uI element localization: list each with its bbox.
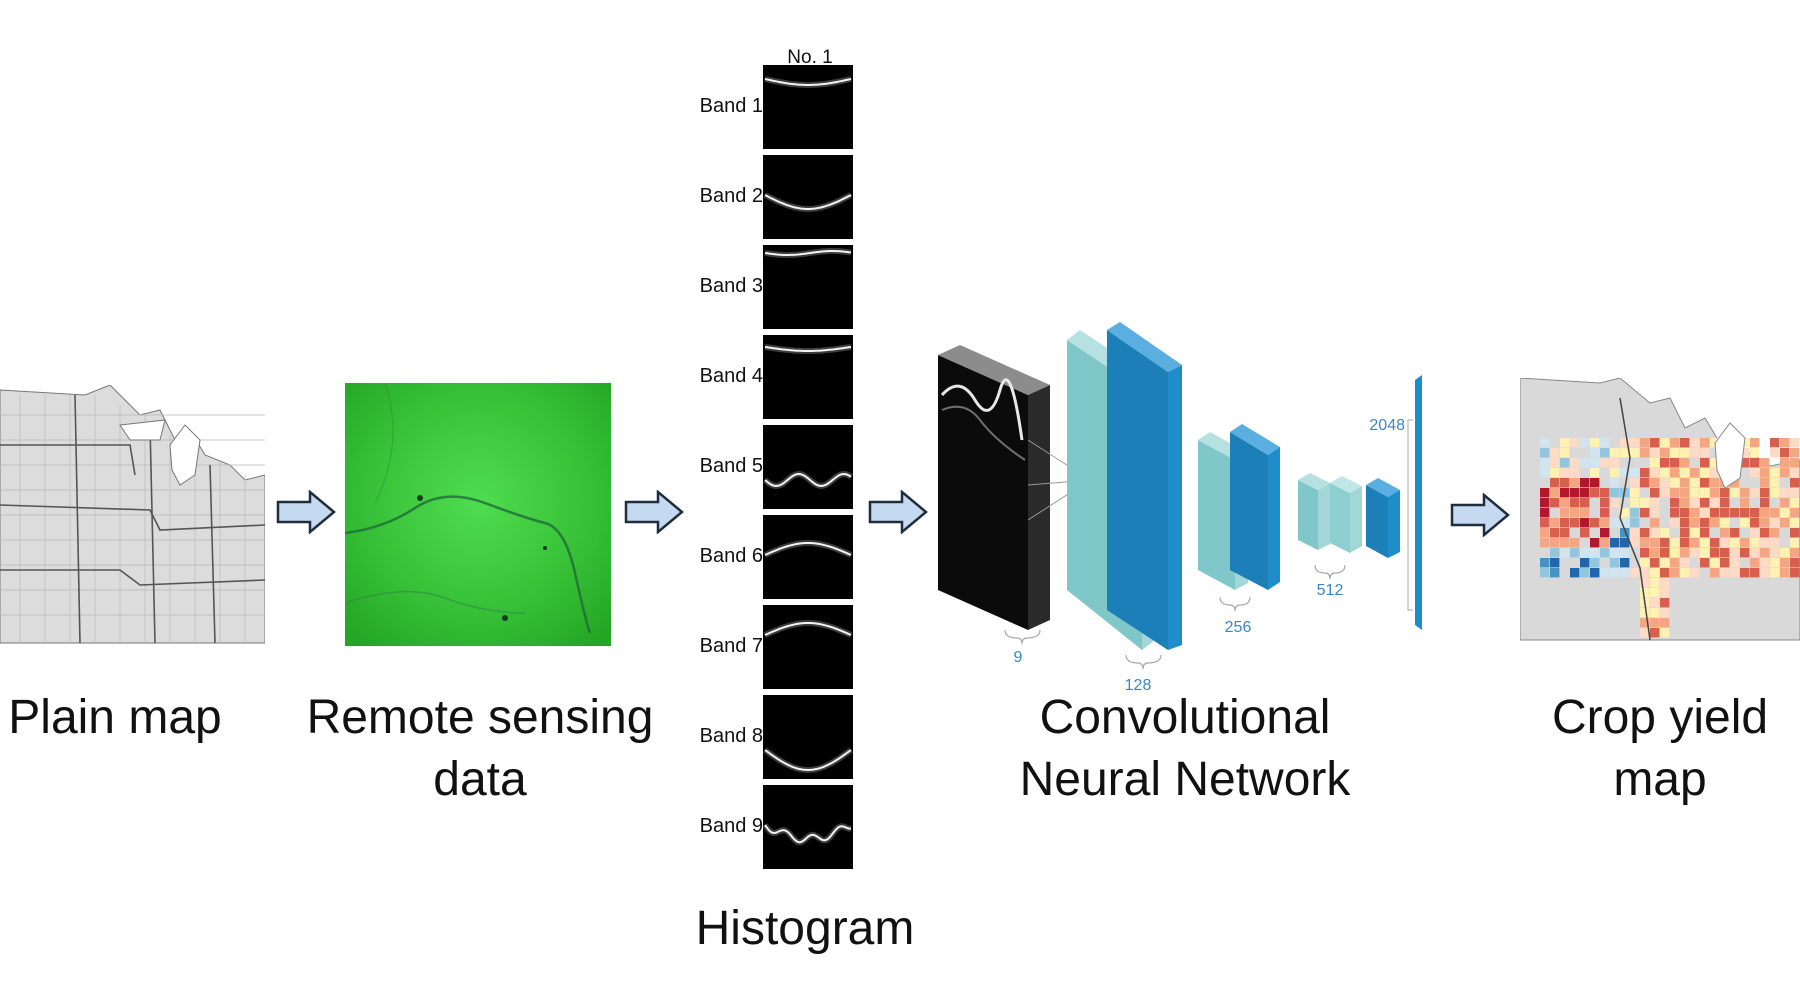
histogram-panel (763, 65, 853, 149)
band-label: Band 5 (699, 455, 763, 477)
cnn-dim-block1: 128 (1125, 677, 1152, 694)
crop-yield-label-line2: map (1613, 753, 1707, 806)
histogram-panel (763, 245, 853, 329)
arrow-right-icon (624, 490, 684, 534)
histogram-panel (763, 605, 853, 689)
arrow-right-icon (1450, 493, 1510, 537)
cnn-dim-block2: 256 (1225, 619, 1252, 636)
band-label: Band 7 (699, 635, 763, 657)
band-label: Band 8 (699, 725, 763, 747)
band-label: Band 3 (699, 275, 763, 297)
cnn-dim-input: 9 (1014, 649, 1023, 666)
band-label: Band 9 (699, 815, 763, 837)
cnn-dim-fc: 2048 (1369, 417, 1405, 434)
remote-sensing-label-line2: data (433, 753, 527, 806)
histogram-panel (763, 515, 853, 599)
cnn-label-line1: Convolutional (1039, 691, 1331, 744)
cnn-label-line2: Neural Network (1019, 753, 1351, 806)
histogram-strip (763, 65, 853, 869)
band-label: Band 2 (699, 185, 763, 207)
arrow-right-icon (276, 490, 336, 534)
cnn-block-1 (1067, 322, 1182, 650)
cnn-input-layer (938, 345, 1050, 630)
cnn-label: Convolutional Neural Network (985, 687, 1385, 811)
histogram-panel (763, 155, 853, 239)
cnn-block-3 (1298, 473, 1400, 558)
plain-map-label: Plain map (8, 691, 222, 744)
cnn-diagram: 9 128 256 512 2048 (938, 322, 1422, 694)
remote-sensing-label-line1: Remote sensing (306, 691, 654, 744)
histogram-panel (763, 335, 853, 419)
remote-sensing-label: Remote sensing data (300, 687, 660, 811)
histogram-header: No. 1 (787, 47, 833, 68)
band-label: Band 6 (699, 545, 763, 567)
histogram-label: Histogram (695, 902, 915, 955)
crop-yield-label: Crop yield map (1525, 687, 1795, 811)
remote-sensing-image (345, 383, 611, 646)
cnn-fc-layer (1407, 375, 1422, 630)
arrow-right-icon (868, 490, 928, 534)
band-label: Band 1 (699, 95, 763, 117)
crop-yield-label-line1: Crop yield (1551, 691, 1769, 744)
cnn-dim-block3: 512 (1317, 582, 1344, 599)
band-label: Band 4 (699, 365, 763, 387)
histogram-panel (763, 695, 853, 779)
histogram-panel (763, 785, 853, 869)
histogram-panel (763, 425, 853, 509)
crop-yield-map-image (1520, 378, 1800, 641)
plain-map-image (0, 385, 265, 645)
cnn-block-2 (1198, 424, 1280, 590)
